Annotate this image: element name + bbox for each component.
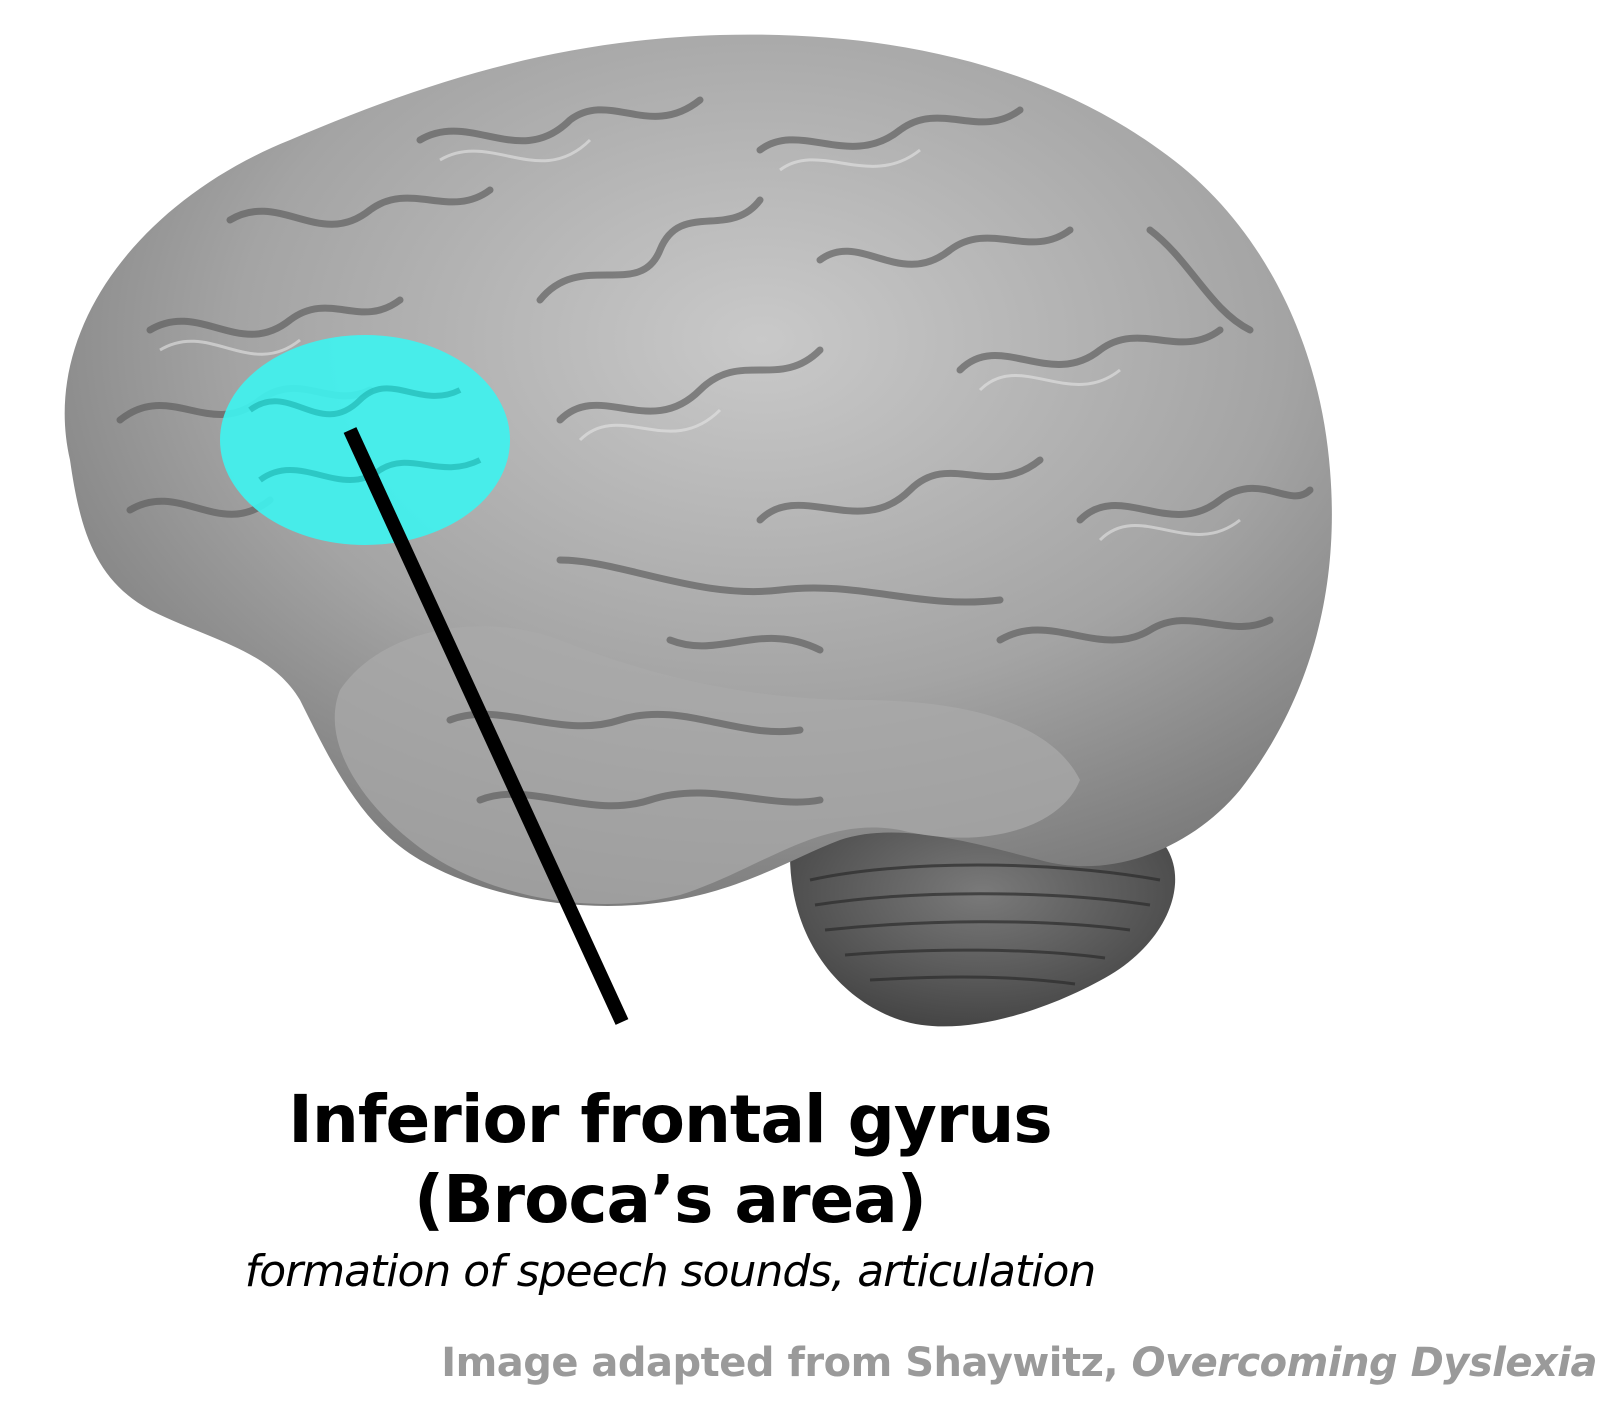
region-label: Inferior frontal gyrus (Broca’s area) fo… — [0, 1080, 1340, 1302]
region-alt-name: (Broca’s area) — [0, 1160, 1340, 1240]
credit-prefix: Image adapted from Shaywitz, — [441, 1340, 1131, 1386]
region-name: Inferior frontal gyrus — [0, 1080, 1340, 1160]
broca-area-highlight — [220, 335, 510, 545]
credit-source-title: Overcoming Dyslexia — [1132, 1340, 1597, 1386]
region-function: formation of speech sounds, articulation — [0, 1242, 1340, 1302]
brain-figure — [0, 0, 1619, 1060]
image-credit: Image adapted from Shaywitz, Overcoming … — [441, 1340, 1597, 1386]
